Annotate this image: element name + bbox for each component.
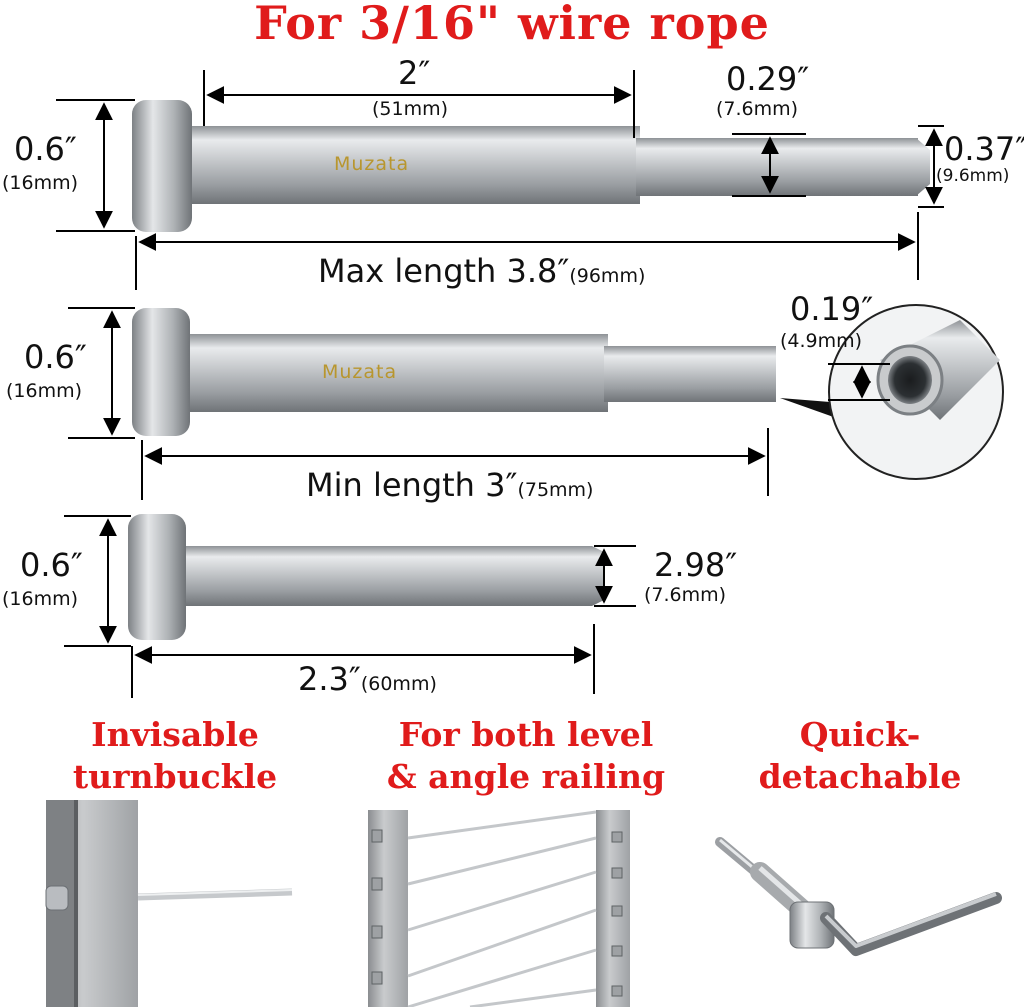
feature-label-line1: Quick-: [799, 715, 921, 754]
part-min-total-label: Min length 3″: [306, 466, 518, 504]
part-max-tip-diameter: 0.37″: [944, 130, 1024, 168]
dimension-lines: [56, 70, 944, 698]
part-max-stud-length: 0.29″: [726, 60, 810, 98]
terminal-receiver: [128, 514, 604, 640]
feature-image-turnbuckle: [45, 800, 293, 1007]
feature-image-quick-detach: [715, 837, 1002, 956]
part-receiver-length-mm: (60mm): [360, 673, 437, 695]
brand-engraving: Muzata: [334, 153, 409, 175]
part-min-total: Min length 3″(75mm): [306, 466, 593, 504]
feature-label-line2: turnbuckle: [72, 757, 278, 796]
feature-image-railing: [368, 810, 630, 1007]
part-receiver-head-diameter-mm: (16mm): [2, 588, 79, 610]
feature-label-line2: detachable: [758, 757, 962, 796]
part-receiver-head-diameter: 0.6″: [20, 546, 83, 584]
part-min-total-mm: (75mm): [517, 479, 594, 501]
part-max-total: Max length 3.8″(96mm): [318, 252, 645, 290]
feature-label-line2: & angle railing: [386, 757, 666, 796]
feature-label-quick-detach: Quick- detachable: [740, 714, 980, 798]
part-min-head-diameter: 0.6″: [24, 338, 87, 376]
part-max-tip-diameter-mm: (9.6mm): [936, 166, 1010, 186]
page-title: For 3/16" wire rope: [254, 0, 770, 50]
hole-zoom-callout: [780, 304, 1004, 480]
part-receiver-length: 2.3″(60mm): [298, 660, 437, 698]
part-max-total-mm: (96mm): [569, 265, 646, 287]
part-max-body-length: 2″: [398, 54, 431, 92]
part-min-hole-diameter-mm: (4.9mm): [780, 330, 863, 352]
part-min-hole-diameter: 0.19″: [790, 290, 874, 328]
terminal-max-length: Muzata: [132, 100, 930, 232]
brand-engraving: Muzata: [322, 361, 397, 383]
part-max-body-length-mm: (51mm): [372, 98, 449, 120]
feature-label-line1: Invisable: [91, 715, 259, 754]
part-max-head-diameter-mm: (16mm): [2, 172, 79, 194]
part-receiver-length-label: 2.3″: [298, 660, 361, 698]
part-max-head-diameter: 0.6″: [14, 130, 77, 168]
terminal-min-length: Muzata: [132, 308, 776, 436]
part-receiver-tube-diameter-mm: (7.6mm): [644, 584, 727, 606]
feature-label-turnbuckle: Invisable turnbuckle: [40, 714, 310, 798]
part-max-stud-length-mm: (7.6mm): [716, 98, 799, 120]
feature-label-line1: For both level: [398, 715, 654, 754]
part-max-total-label: Max length 3.8″: [318, 252, 570, 290]
part-min-head-diameter-mm: (16mm): [6, 380, 83, 402]
part-receiver-tube-diameter: 2.98″: [654, 546, 738, 584]
feature-label-railing: For both level & angle railing: [356, 714, 696, 798]
